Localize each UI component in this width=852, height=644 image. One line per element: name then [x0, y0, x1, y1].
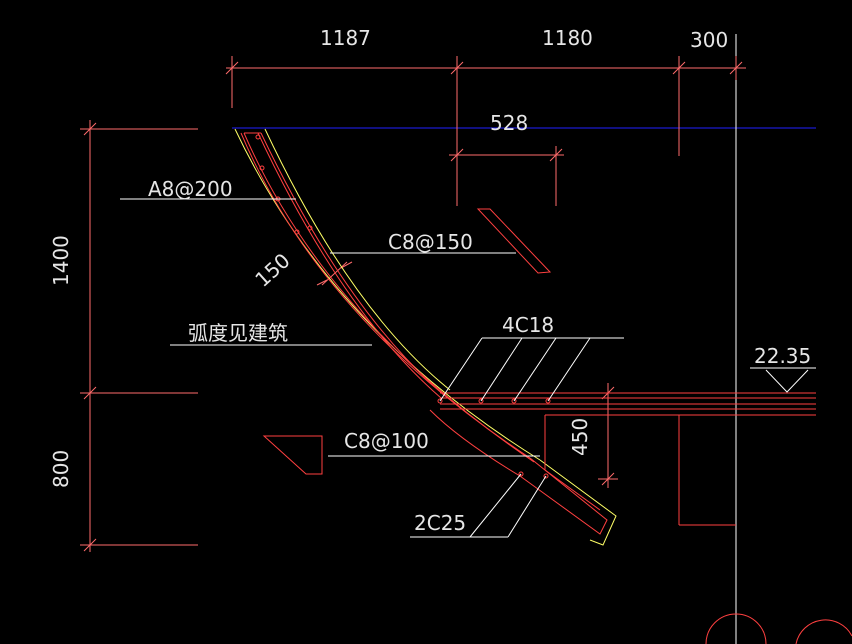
- dim-label-800: 800: [49, 450, 73, 488]
- callout-labels: A8@200 C8@150 弧度见建筑 4C18 C8@100 2C25 22.…: [148, 177, 811, 535]
- reference-lines: [232, 34, 852, 644]
- dimension-labels: 1187 1180 300 528 1400 800 150 450: [49, 26, 728, 488]
- dim-label-528: 528: [490, 111, 528, 135]
- slab-outline: [234, 128, 617, 546]
- leader-lines: [120, 198, 816, 538]
- axis-circle-right: [795, 619, 852, 644]
- dim-label-1187: 1187: [320, 26, 371, 50]
- dim-label-1180: 1180: [542, 26, 593, 50]
- dim-label-300: 300: [690, 28, 728, 52]
- callout-c8-100: C8@100: [344, 429, 429, 453]
- axis-circle-left: [705, 613, 767, 644]
- callout-a8-200: A8@200: [148, 177, 233, 201]
- dim-label-150: 150: [250, 248, 294, 291]
- callout-c8-150: C8@150: [388, 230, 473, 254]
- elevation-label: 22.35: [754, 344, 811, 368]
- dimension-lines: [80, 56, 746, 552]
- dim-label-450: 450: [568, 418, 592, 456]
- callout-4c18: 4C18: [502, 313, 554, 337]
- slab-rebar: [240, 132, 816, 535]
- callout-curve-note: 弧度见建筑: [188, 321, 288, 345]
- callout-2c25: 2C25: [414, 511, 466, 535]
- dim-label-1400: 1400: [49, 235, 73, 286]
